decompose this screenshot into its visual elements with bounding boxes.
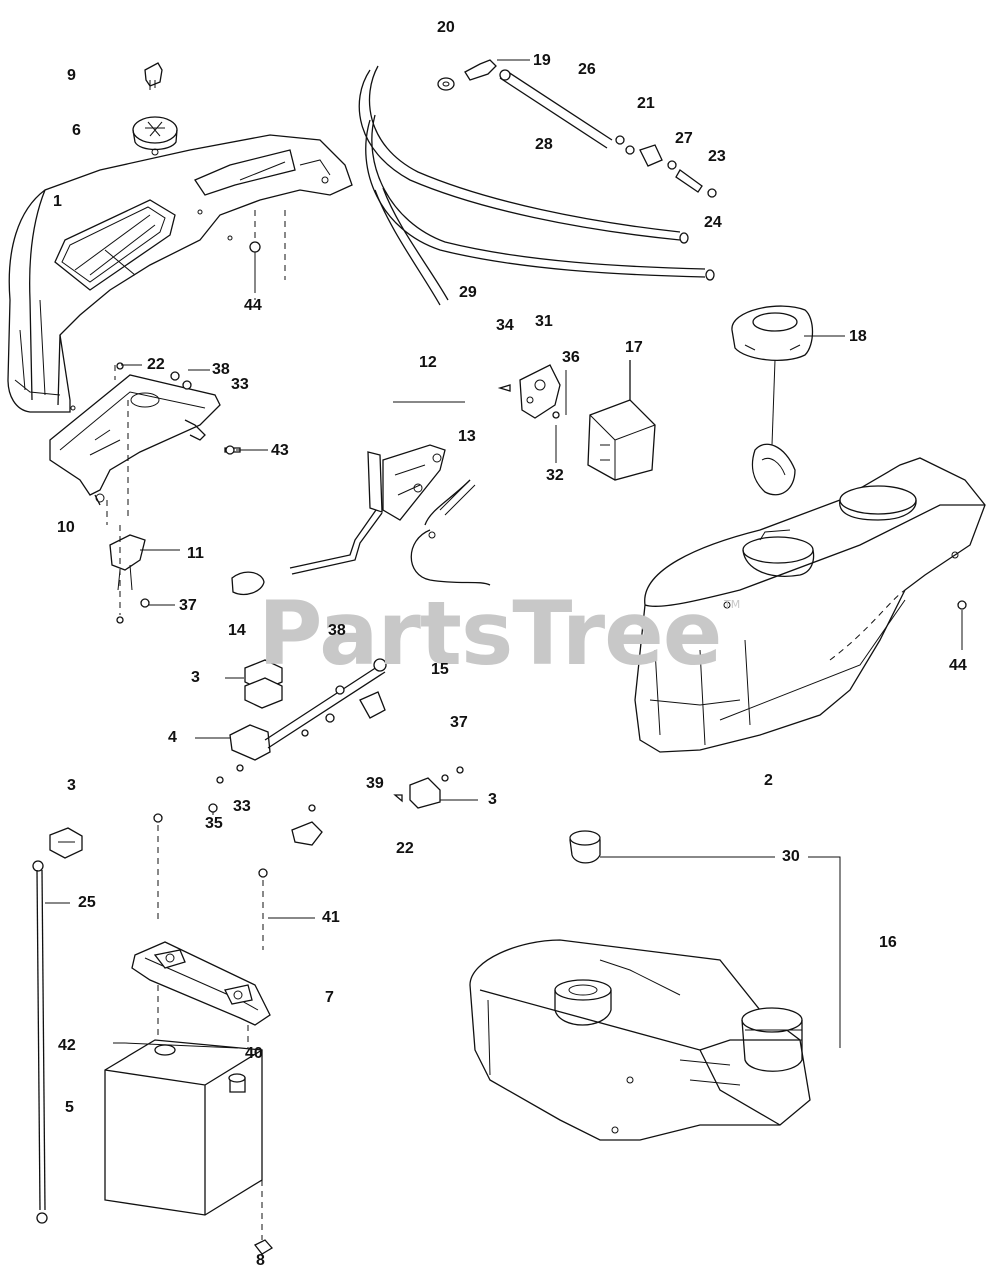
callout-22: 22 bbox=[147, 356, 165, 373]
part-switch-11 bbox=[109, 525, 150, 624]
callout-37b: 37 bbox=[450, 714, 468, 731]
callout-37: 37 bbox=[179, 597, 197, 614]
callout-18: 18 bbox=[849, 328, 867, 345]
part-fuel-line-assembly bbox=[358, 59, 717, 306]
callout-25: 25 bbox=[78, 894, 96, 911]
callout-38b: 38 bbox=[328, 622, 346, 639]
callout-32: 32 bbox=[546, 467, 564, 484]
callout-40: 40 bbox=[245, 1045, 263, 1062]
callout-7: 7 bbox=[325, 989, 334, 1006]
callout-16: 16 bbox=[879, 934, 897, 951]
callout-27: 27 bbox=[675, 130, 693, 147]
part-connector-3 bbox=[49, 827, 83, 859]
callout-41: 41 bbox=[322, 909, 340, 926]
callout-3c: 3 bbox=[488, 791, 497, 808]
callout-42: 42 bbox=[58, 1037, 76, 1054]
callout-14: 14 bbox=[228, 622, 246, 639]
callout-24: 24 bbox=[704, 214, 722, 231]
callout-34: 34 bbox=[496, 317, 514, 334]
part-mounting-bracket bbox=[49, 365, 221, 525]
callout-33b: 33 bbox=[233, 798, 251, 815]
callout-23: 23 bbox=[708, 148, 726, 165]
callout-3: 3 bbox=[191, 669, 200, 686]
callout-38: 38 bbox=[212, 361, 230, 378]
callout-13: 13 bbox=[458, 428, 476, 445]
callout-4: 4 bbox=[168, 729, 177, 746]
callout-8: 8 bbox=[256, 1252, 265, 1269]
part-throttle-lever-13 bbox=[231, 444, 491, 596]
part-battery-5 bbox=[104, 1039, 274, 1255]
callout-6: 6 bbox=[72, 122, 81, 139]
part-fuel-pump-17 bbox=[587, 360, 656, 481]
watermark-trademark: TM bbox=[724, 598, 741, 611]
watermark-text: PartsTree bbox=[258, 582, 722, 685]
callout-31: 31 bbox=[535, 313, 553, 330]
part-fuel-pump-bracket bbox=[497, 364, 567, 419]
part-switch-39 bbox=[393, 766, 464, 809]
callout-5: 5 bbox=[65, 1099, 74, 1116]
part-ignition-switch bbox=[132, 116, 178, 156]
callout-11: 11 bbox=[187, 545, 204, 562]
part-rear-cover-2 bbox=[634, 457, 986, 753]
callout-12: 12 bbox=[419, 354, 437, 371]
callout-22b: 22 bbox=[396, 840, 414, 857]
callout-19: 19 bbox=[533, 52, 551, 69]
callout-10: 10 bbox=[57, 519, 75, 536]
part-battery-holddown-7 bbox=[131, 813, 271, 1048]
callout-3b: 3 bbox=[67, 777, 76, 794]
part-grommet-30 bbox=[569, 830, 601, 864]
callout-9: 9 bbox=[67, 67, 76, 84]
part-small-hardware-upper bbox=[116, 362, 241, 455]
part-console-panel bbox=[7, 134, 353, 413]
callout-30: 30 bbox=[782, 848, 800, 865]
part-ignition-key bbox=[144, 62, 163, 90]
callout-33: 33 bbox=[231, 376, 249, 393]
part-battery-cable-25 bbox=[32, 860, 48, 1224]
callout-15: 15 bbox=[431, 661, 449, 678]
callout-21: 21 bbox=[637, 95, 655, 112]
callout-39: 39 bbox=[366, 775, 384, 792]
callout-43: 43 bbox=[271, 442, 289, 459]
callout-28: 28 bbox=[535, 136, 553, 153]
part-fuel-cap-18 bbox=[731, 305, 814, 496]
part-seat-switch-assembly bbox=[208, 658, 387, 846]
callout-2: 2 bbox=[764, 772, 773, 789]
callout-26: 26 bbox=[578, 61, 596, 78]
callout-36: 36 bbox=[562, 349, 580, 366]
callout-20: 20 bbox=[437, 19, 455, 36]
callout-17: 17 bbox=[625, 339, 643, 356]
callout-29: 29 bbox=[459, 284, 477, 301]
leader-lines bbox=[45, 59, 845, 1049]
callout-44b: 44 bbox=[949, 657, 967, 674]
callout-35: 35 bbox=[205, 815, 223, 832]
part-fuel-tank-16 bbox=[469, 939, 811, 1141]
callout-44: 44 bbox=[244, 297, 262, 314]
callout-1: 1 bbox=[53, 193, 62, 210]
